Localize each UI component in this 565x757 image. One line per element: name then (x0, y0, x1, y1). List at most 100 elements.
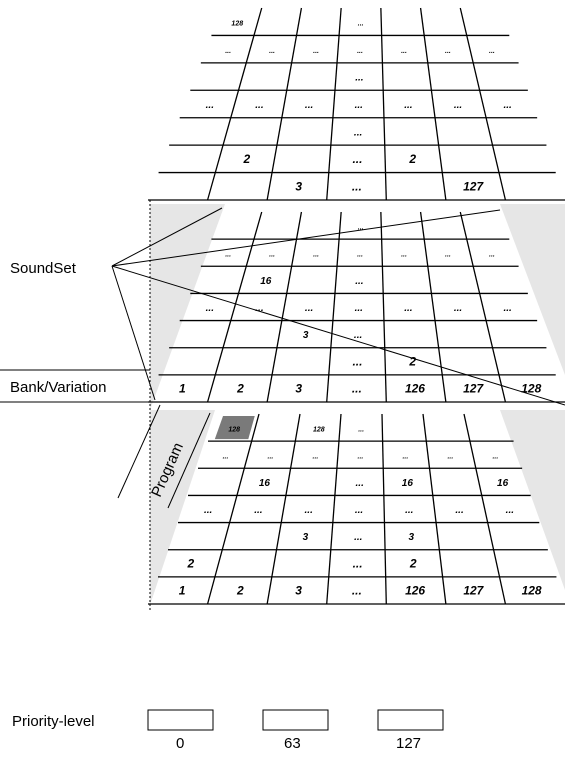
bottom-cell-label: 1 (179, 583, 186, 597)
bottom-column-line (381, 413, 387, 605)
middle-cell-label: ... (255, 303, 263, 314)
middle-cell-label: 128 (521, 381, 541, 395)
bottom-cell-label: ... (305, 505, 313, 516)
bank-variation-label: Bank/Variation (10, 379, 106, 396)
bottom-cell-label: ... (355, 505, 363, 516)
bottom-cell-label: ... (358, 454, 364, 461)
bottom-cell-label: 16 (259, 478, 271, 489)
middle-cell-label: ... (357, 252, 363, 259)
middle-cell-label: ... (358, 225, 364, 232)
bottom-cell-label: 3 (303, 532, 309, 543)
top-column-line (459, 7, 507, 201)
bottom-cell-label: 128 (228, 427, 240, 434)
bottom-column-line (326, 413, 342, 605)
bottom-cell-label: ... (268, 454, 274, 461)
middle-cell-label: ... (305, 303, 313, 314)
middle-cell-label: 3 (303, 330, 309, 341)
middle-column-line (380, 211, 387, 403)
top-cell-label: ... (445, 48, 451, 55)
middle-cell-label: ... (352, 354, 362, 368)
top-cell-label: ... (305, 100, 313, 111)
priority-value-low: 0 (176, 735, 184, 752)
middle-cell-label: ... (354, 330, 362, 341)
top-cell-label: 3 (295, 179, 302, 193)
soundset-connectors (111, 207, 565, 406)
bottom-cell-label: ... (356, 478, 364, 489)
bottom-cell-label: ... (455, 505, 463, 516)
middle-cell-label: 2 (408, 354, 416, 368)
bottom-cell-label: ... (447, 454, 453, 461)
top-cell-label: ... (489, 48, 495, 55)
middle-cell-label: ... (489, 252, 495, 259)
bottom-layer-shading (150, 410, 565, 605)
middle-cell-label: ... (206, 303, 214, 314)
middle-cell-label: ... (355, 303, 363, 314)
top-cell-label: ... (352, 152, 362, 166)
top-cell-label: ... (269, 48, 275, 55)
middle-cell-label: ... (355, 276, 363, 287)
priority-box-high (377, 709, 444, 731)
bottom-cell-label: ... (223, 454, 229, 461)
middle-cell-label: 3 (295, 381, 302, 395)
priority-level-label: Priority-level (12, 713, 95, 730)
top-cell-label: ... (354, 127, 362, 138)
middle-cell-label: 127 (463, 381, 484, 395)
middle-cell-label: ... (352, 381, 362, 395)
priority-box-low (147, 709, 214, 731)
bottom-cell-label: ... (313, 454, 319, 461)
bottom-cell-label: 2 (236, 583, 244, 597)
middle-cell-label: 1 (179, 381, 186, 395)
middle-layer-shading (150, 204, 565, 410)
middle-cell-label: 126 (405, 381, 425, 395)
top-cell-label: ... (206, 100, 214, 111)
middle-cell-label: ... (504, 303, 512, 314)
top-cell-label: ... (504, 100, 512, 111)
bottom-cell-label: 128 (313, 427, 325, 434)
bottom-cell-label: 126 (405, 583, 425, 597)
top-cell-label: ... (352, 179, 362, 193)
bottom-cell-label: 2 (186, 556, 194, 570)
top-column-line (326, 7, 342, 201)
bottom-cell-label: ... (506, 505, 514, 516)
top-cell-label: ... (225, 48, 231, 55)
bottom-cell-label: 16 (497, 478, 509, 489)
middle-column-line (266, 211, 303, 403)
bottom-cell-label: ... (492, 454, 498, 461)
bank-variation-bracket (0, 369, 150, 403)
top-column-line (206, 7, 263, 201)
top-cell-label: 127 (463, 179, 484, 193)
bottom-cell-label: ... (353, 556, 363, 570)
top-cell-label: ... (255, 100, 263, 111)
priority-value-mid: 63 (284, 735, 301, 752)
top-cell-label: ... (358, 21, 364, 28)
middle-cell-label: ... (401, 252, 407, 259)
top-column-line (419, 7, 447, 201)
layer-bottom-grid: 128 128........................ 16... 16 16.… (148, 413, 565, 605)
middle-cell-label: ... (313, 252, 319, 259)
bottom-column-line (422, 413, 447, 605)
middle-column-line (326, 211, 342, 403)
top-cell-label: ... (355, 73, 363, 84)
highlighted-cell (214, 416, 255, 440)
bottom-cell-label: 2 (409, 556, 417, 570)
middle-column-line (459, 211, 507, 403)
middle-cell-label: ... (454, 303, 462, 314)
bottom-column-line (463, 413, 507, 605)
middle-cell-label: ... (269, 252, 275, 259)
top-column-line (266, 7, 303, 201)
soundset-label: SoundSet (10, 260, 77, 277)
bottom-cell-label: 127 (463, 583, 484, 597)
priority-value-high: 127 (396, 735, 421, 752)
top-cell-label: ... (454, 100, 462, 111)
program-bracket (117, 404, 211, 509)
top-cell-label: ... (401, 48, 407, 55)
middle-cell-label: ... (225, 252, 231, 259)
bottom-cell-label: 3 (295, 583, 302, 597)
middle-column-line (206, 211, 263, 403)
top-cell-label: 128 (231, 21, 243, 28)
top-column-line (380, 7, 387, 201)
top-cell-label: ... (313, 48, 319, 55)
layer-middle-grid: ........................16..............… (148, 211, 565, 403)
bottom-cell-label: 16 (402, 478, 414, 489)
